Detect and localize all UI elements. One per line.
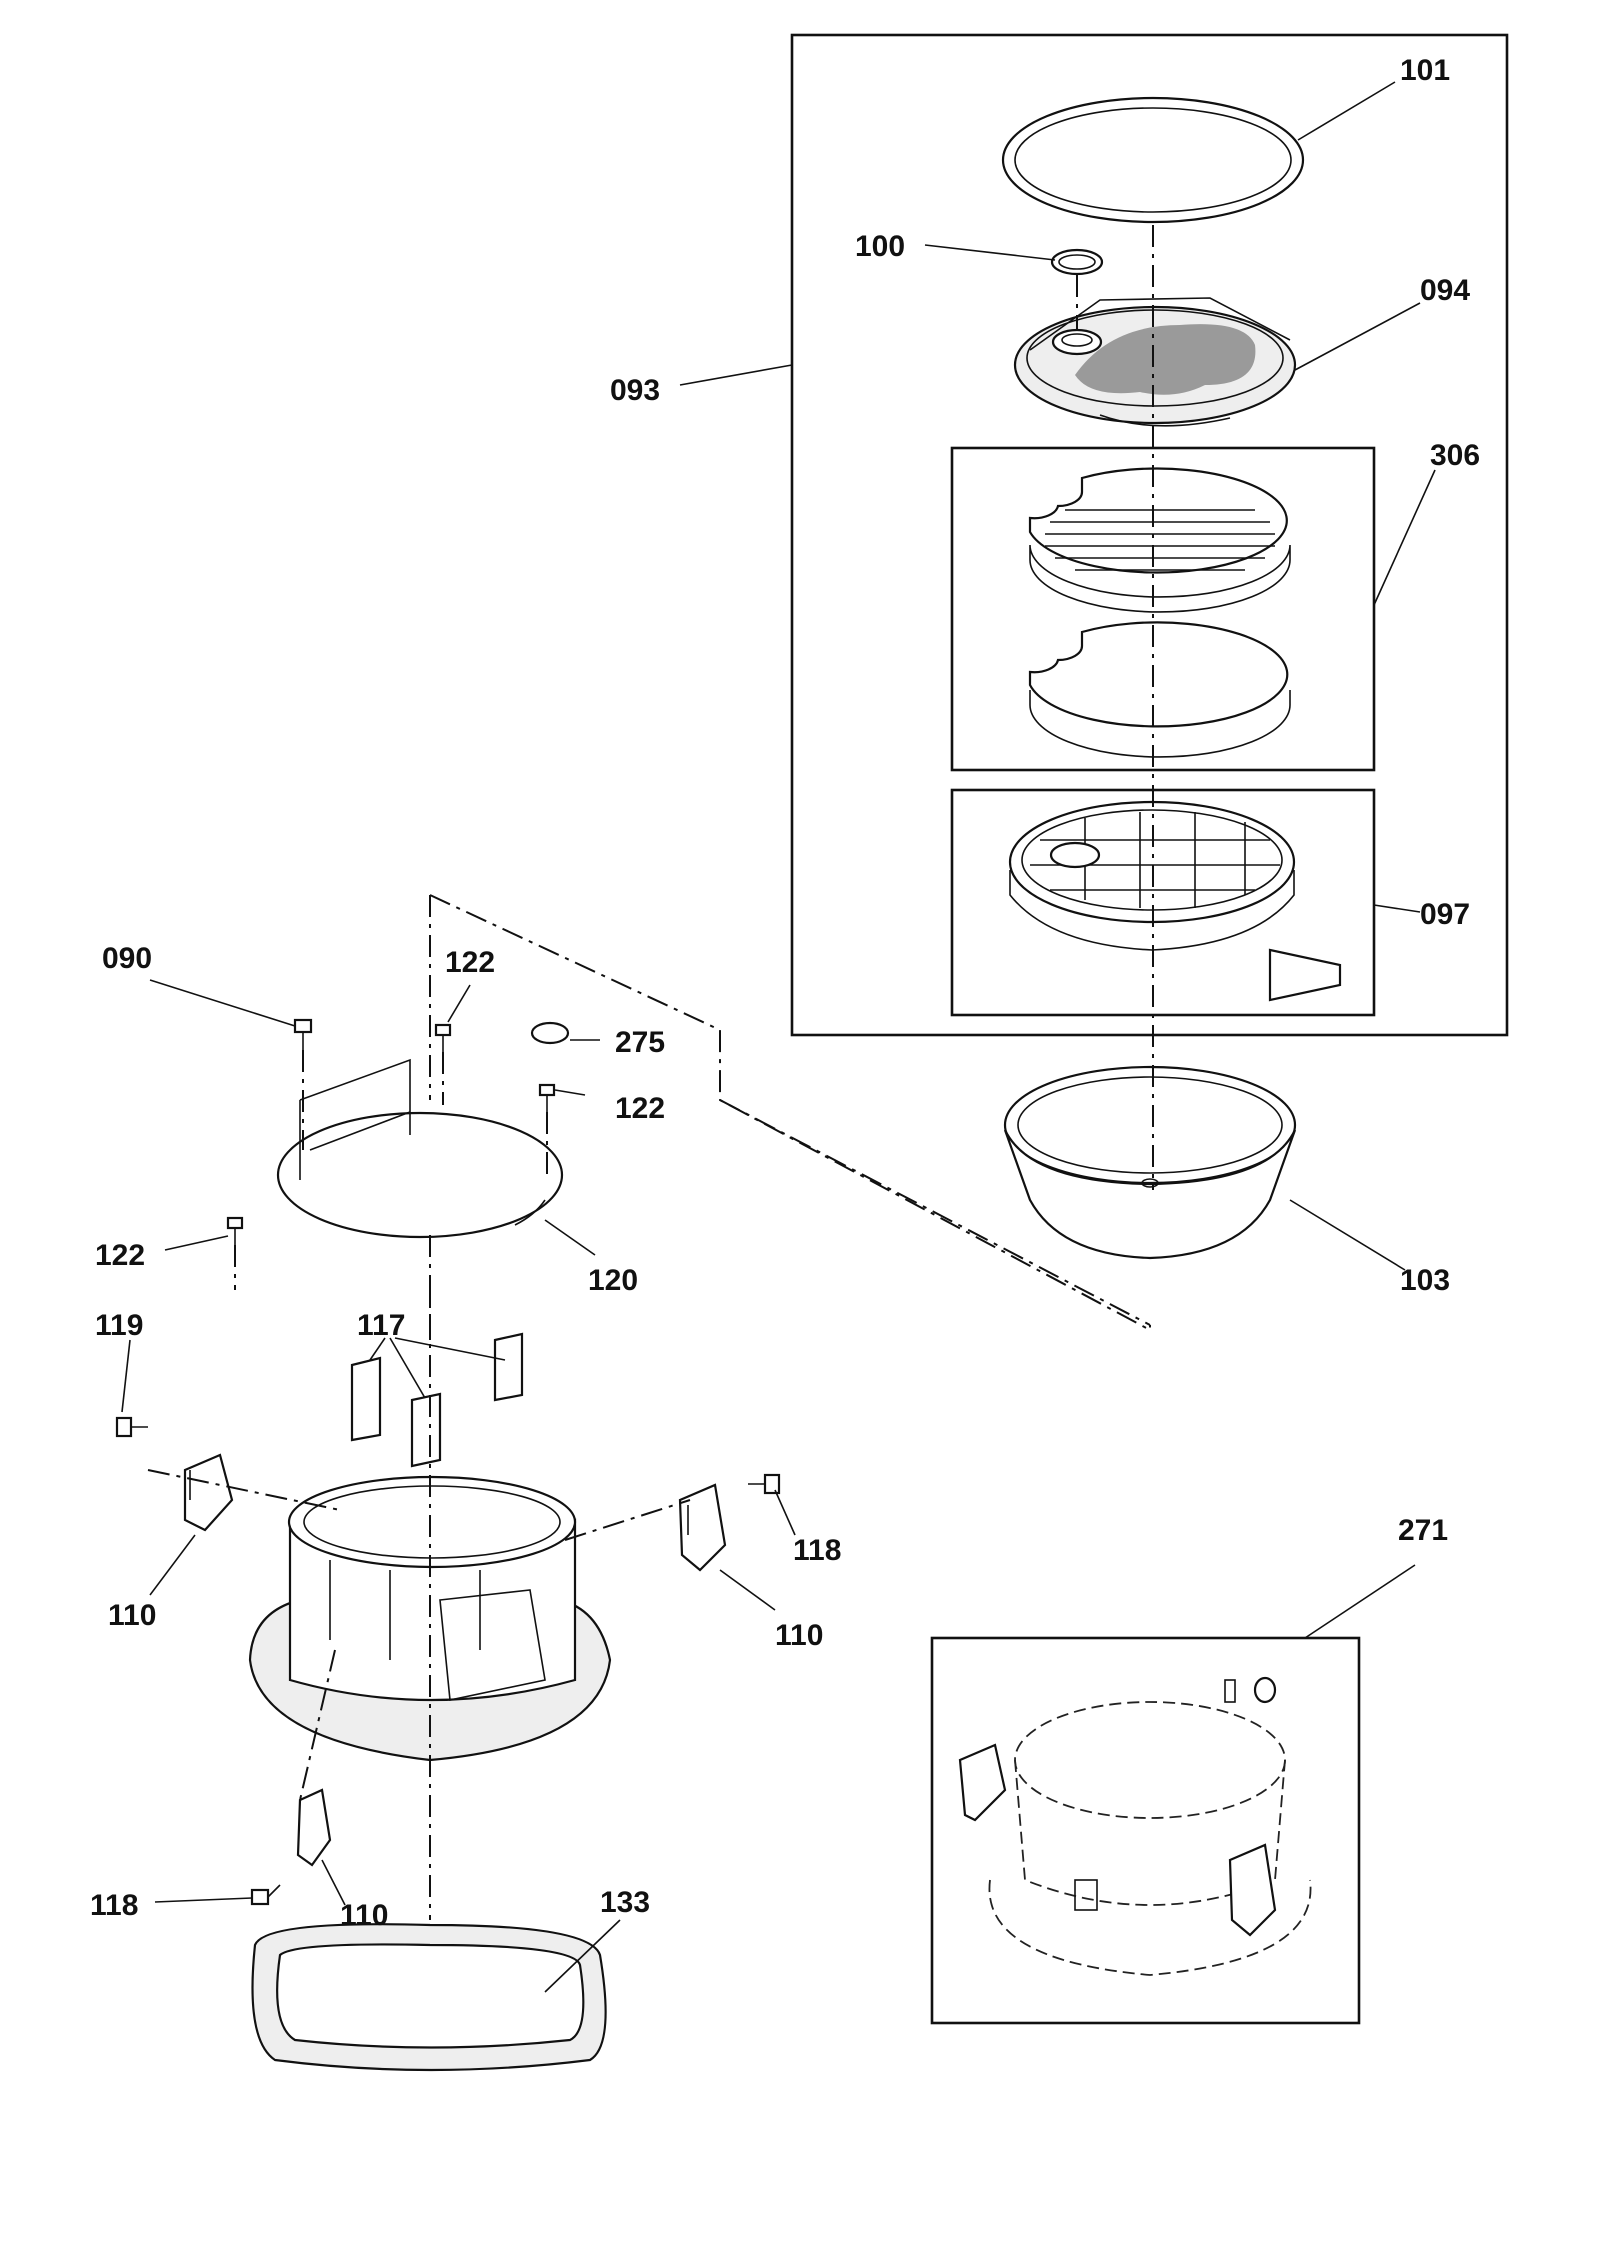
screw-122-top [434, 1023, 452, 1052]
callout-122-left: 122 [95, 1239, 145, 1272]
callout-097: 097 [1420, 898, 1470, 931]
callout-094: 094 [1420, 274, 1470, 307]
part-275-plug [530, 1021, 570, 1045]
frame-filter-assembly-093 [790, 33, 1509, 1037]
part-110-latch-left [183, 1453, 234, 1532]
frame-inset-271 [930, 1636, 1361, 2025]
callout-271: 271 [1398, 1514, 1448, 1547]
callout-306: 306 [1430, 439, 1480, 472]
part-110-latch-right [678, 1483, 727, 1572]
callout-118-right: 118 [793, 1534, 841, 1567]
part-306-filter-pad-upper [1028, 467, 1291, 613]
callout-100: 100 [855, 230, 905, 263]
frame-filter-tray-097 [950, 788, 1376, 1017]
callout-093: 093 [610, 374, 660, 407]
callout-labels: 101 100 094 093 306 097 103 090 122 275 … [90, 54, 1480, 1932]
screw-119 [115, 1416, 148, 1438]
screw-122-left [226, 1216, 244, 1245]
callout-090: 090 [102, 942, 152, 975]
part-117-brackets [350, 1332, 524, 1468]
leader-lines [121, 81, 1436, 1993]
part-306-filter-pad-lower [1028, 621, 1291, 758]
callout-117: 117 [357, 1309, 405, 1342]
part-271-assembled-base [958, 1676, 1312, 1976]
callout-110-right: 110 [775, 1619, 823, 1652]
screw-090 [293, 1018, 313, 1050]
callout-120: 120 [588, 1264, 638, 1297]
callout-133: 133 [600, 1886, 650, 1919]
assembly-axes [147, 225, 1154, 1920]
callout-103: 103 [1400, 1264, 1450, 1297]
part-103-dust-container [1003, 1065, 1297, 1260]
part-094-filter-cover [1013, 297, 1297, 427]
callout-110-bottom: 110 [340, 1899, 388, 1932]
part-101-sealing-ring [1001, 96, 1305, 224]
part-110-latch-bottom [296, 1788, 332, 1867]
callout-275: 275 [615, 1026, 665, 1059]
callout-122-mid: 122 [615, 1092, 665, 1125]
screw-118-right [748, 1473, 781, 1495]
screw-122-mid [538, 1083, 556, 1112]
frame-filter-pads-306 [950, 446, 1376, 772]
part-133-gasket [251, 1923, 607, 2072]
mesh-area [1075, 324, 1256, 395]
callout-122-top: 122 [445, 946, 495, 979]
callout-118-bottom: 118 [90, 1889, 138, 1922]
callout-101: 101 [1400, 54, 1450, 87]
part-120-cover-plate [276, 1058, 564, 1239]
screw-118-bottom [250, 1884, 281, 1906]
part-100-small-ring [1050, 248, 1104, 276]
callout-119: 119 [95, 1309, 143, 1342]
part-097-filter-tray [1008, 800, 1342, 1002]
callout-110-left: 110 [108, 1599, 156, 1632]
